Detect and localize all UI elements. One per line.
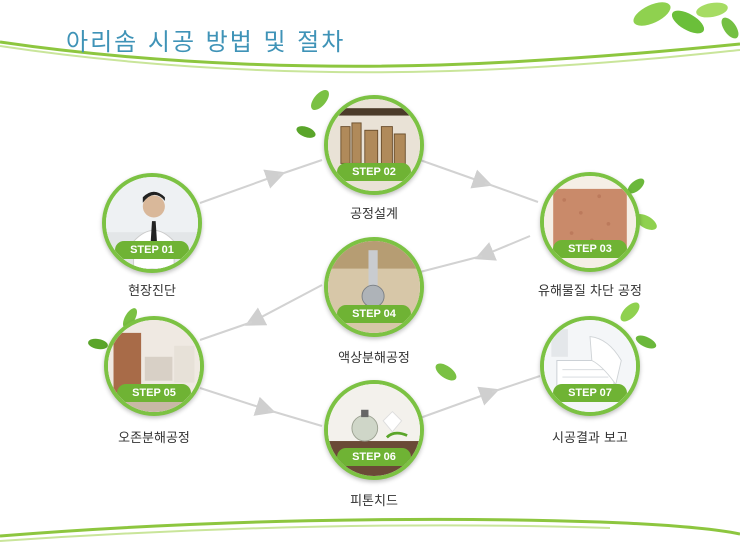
step-01-badge: STEP 01: [115, 241, 189, 259]
step-07-badge: STEP 07: [553, 384, 627, 402]
step-01-circle[interactable]: STEP 01: [102, 173, 202, 273]
step-01-label: 현장진단: [128, 284, 176, 299]
bottom-swoosh: [0, 517, 740, 538]
step-03-badge: STEP 03: [553, 240, 627, 258]
step-06-badge: STEP 06: [337, 448, 411, 466]
step-04-circle[interactable]: STEP 04: [324, 237, 424, 337]
step-03-label: 유해물질 차단 공정: [538, 284, 642, 299]
step-07-circle[interactable]: STEP 07: [540, 316, 640, 416]
step-06-label: 피톤치드: [350, 494, 398, 509]
step-02-badge: STEP 02: [337, 163, 411, 181]
step-07-label: 시공결과 보고: [552, 431, 628, 446]
step-02-label: 공정설계: [350, 207, 398, 222]
leaf-cluster-icon: [633, 2, 739, 39]
step-06-circle[interactable]: STEP 06: [324, 380, 424, 480]
page-title: 아리솜 시공 방법 및 절차: [66, 28, 346, 56]
step-02-circle[interactable]: STEP 02: [324, 95, 424, 195]
top-swoosh: [0, 40, 740, 68]
step-04-label: 액상분해공정: [338, 351, 410, 366]
step-04-badge: STEP 04: [337, 305, 411, 323]
step-05-label: 오존분해공정: [118, 431, 190, 446]
step-05-circle[interactable]: STEP 05: [104, 316, 204, 416]
step-05-badge: STEP 05: [117, 384, 191, 402]
step-03-circle[interactable]: STEP 03: [540, 172, 640, 272]
